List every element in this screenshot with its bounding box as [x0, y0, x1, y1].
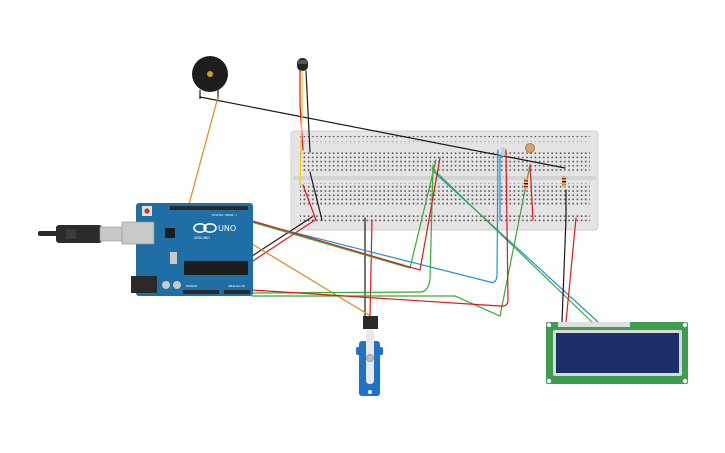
wire-green[interactable]	[431, 167, 593, 323]
wire-red[interactable]	[369, 219, 373, 319]
usb-cable[interactable]	[38, 225, 126, 243]
arduino-uno[interactable]: UNO ARDUINO DIGITAL (PWM~) POWER ANALOG …	[121, 203, 253, 296]
usb-port	[121, 221, 155, 245]
wire-red[interactable]	[299, 70, 304, 151]
arduino-logo-icon	[193, 223, 217, 234]
wire-red[interactable]	[214, 157, 441, 271]
piezo-buzzer[interactable]	[192, 56, 228, 99]
resistor[interactable]	[562, 176, 566, 187]
resistor[interactable]	[501, 147, 505, 156]
wire-black[interactable]	[561, 189, 567, 323]
atmega-chip	[184, 261, 248, 275]
arduino-logo-text: ARDUINO	[194, 236, 210, 240]
lcd-pin-header	[558, 322, 630, 327]
lcd-screen	[556, 333, 679, 373]
digital-header	[170, 206, 248, 210]
wire-black[interactable]	[199, 96, 566, 169]
wire-red[interactable]	[251, 149, 509, 307]
wire-red[interactable]	[565, 217, 577, 323]
servo-horn	[366, 354, 374, 362]
wire-blue[interactable]	[204, 149, 499, 283]
wire-red[interactable]	[302, 184, 317, 221]
micro-servo[interactable]	[356, 316, 383, 396]
resistor[interactable]	[524, 178, 528, 189]
power-jack	[131, 276, 157, 293]
lcd-16x2[interactable]	[546, 322, 688, 384]
board-model: UNO	[218, 224, 236, 233]
wire-black[interactable]	[305, 70, 311, 153]
power-header	[183, 290, 219, 294]
temperature-sensor[interactable]	[297, 58, 308, 71]
wire-red[interactable]	[529, 164, 534, 221]
photoresistor[interactable]	[525, 143, 535, 153]
wire-green[interactable]	[251, 164, 434, 294]
power-label: POWER	[186, 284, 197, 288]
wire-yellow[interactable]	[299, 70, 303, 186]
piezo-center	[207, 71, 213, 77]
wire-green[interactable]	[209, 159, 437, 269]
analog-header	[224, 290, 250, 294]
wire-black[interactable]	[309, 171, 323, 221]
analog-label: ANALOG IN	[228, 284, 245, 288]
wires	[187, 70, 599, 323]
wire-orange[interactable]	[187, 96, 219, 209]
digital-label: DIGITAL (PWM~)	[212, 213, 237, 217]
